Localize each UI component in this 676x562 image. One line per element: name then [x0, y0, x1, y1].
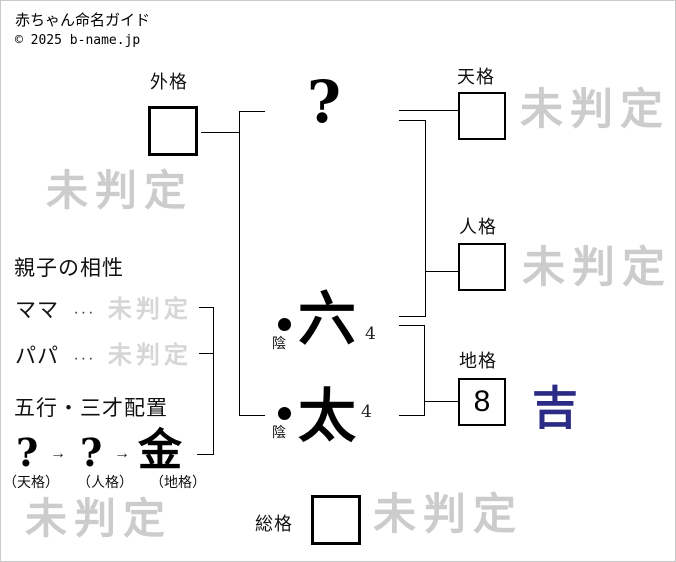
connector-line — [425, 271, 458, 272]
soukaku-label: 総格 — [255, 514, 293, 534]
yin-dot-icon — [278, 318, 291, 331]
stroke-count: 4 — [365, 324, 376, 344]
soukaku-status-watermark: 未判定 — [373, 490, 523, 540]
connector-line — [199, 307, 214, 308]
tenkaku-label: 天格 — [457, 67, 495, 87]
compatibility-heading: 親子の相性 — [14, 257, 124, 280]
connector-line — [399, 415, 425, 416]
papa-status: 未判定 — [107, 340, 192, 369]
jinkaku-box — [458, 243, 506, 291]
mama-label: ママ — [15, 299, 59, 322]
connector-line — [239, 111, 240, 416]
name-char: 太 — [298, 382, 357, 450]
mama-status: 未判定 — [107, 294, 192, 323]
yin-label: 陰 — [272, 424, 286, 440]
jinkaku-label: 人格 — [459, 217, 497, 237]
tenkaku-status-watermark: 未判定 — [520, 85, 670, 135]
tenkaku-value — [460, 94, 504, 138]
chikaku-value: 8 — [473, 385, 491, 418]
name-char: 六 — [298, 285, 357, 353]
chikaku-label: 地格 — [459, 351, 497, 371]
gogyo-element-tenkaku: ? — [16, 430, 39, 475]
connector-line — [239, 111, 265, 112]
chikaku-box: 8 — [458, 378, 506, 426]
papa-label: パパ — [15, 345, 59, 368]
surname-placeholder: ? — [307, 68, 341, 136]
gogyo-element-jinkaku: ? — [80, 430, 103, 475]
arrow-right-icon: → — [114, 445, 130, 462]
connector-line — [424, 401, 458, 402]
tenkaku-box — [458, 92, 506, 140]
connector-line — [201, 132, 239, 133]
gaikaku-label: 外格 — [150, 72, 188, 92]
compatibility-row: ママ ··· 未判定 — [15, 294, 192, 324]
connector-line — [197, 454, 214, 455]
yin-label: 陰 — [272, 335, 286, 351]
jinkaku-value — [460, 245, 504, 289]
gaikaku-box — [148, 106, 198, 156]
soukaku-box — [311, 495, 361, 545]
gogyo-element-chikaku: 金 — [138, 425, 182, 476]
copyright: © 2025 b-name.jp — [15, 33, 141, 48]
bottom-left-watermark: 未判定 — [25, 494, 173, 543]
connector-line — [425, 120, 426, 317]
arrow-right-icon: → — [50, 445, 66, 462]
gaikaku-value — [151, 109, 195, 153]
connector-line — [199, 353, 214, 354]
gaikaku-status-watermark: 未判定 — [46, 166, 194, 215]
compatibility-row: パパ ··· 未判定 — [15, 340, 192, 370]
page-title: 赤ちゃん命名ガイド — [15, 11, 151, 29]
connector-line — [239, 415, 265, 416]
connector-line — [399, 120, 426, 121]
gogyo-caption-jinkaku: （人格） — [77, 474, 133, 490]
leader-dots: ··· — [73, 350, 96, 367]
gogyo-heading: 五行・三才配置 — [14, 397, 168, 420]
chikaku-status: 吉 — [532, 381, 578, 435]
connector-line — [399, 110, 458, 111]
connector-line — [399, 316, 426, 317]
gogyo-caption-chikaku: （地格） — [150, 474, 206, 490]
leader-dots: ··· — [73, 304, 96, 321]
connector-line — [424, 325, 425, 416]
connector-line — [399, 325, 425, 326]
connector-line — [213, 307, 214, 455]
gogyo-caption-tenkaku: （天格） — [3, 474, 59, 490]
jinkaku-status-watermark: 未判定 — [522, 243, 672, 293]
stroke-count: 4 — [361, 402, 372, 422]
yin-dot-icon — [278, 407, 291, 420]
soukaku-value — [314, 498, 358, 542]
